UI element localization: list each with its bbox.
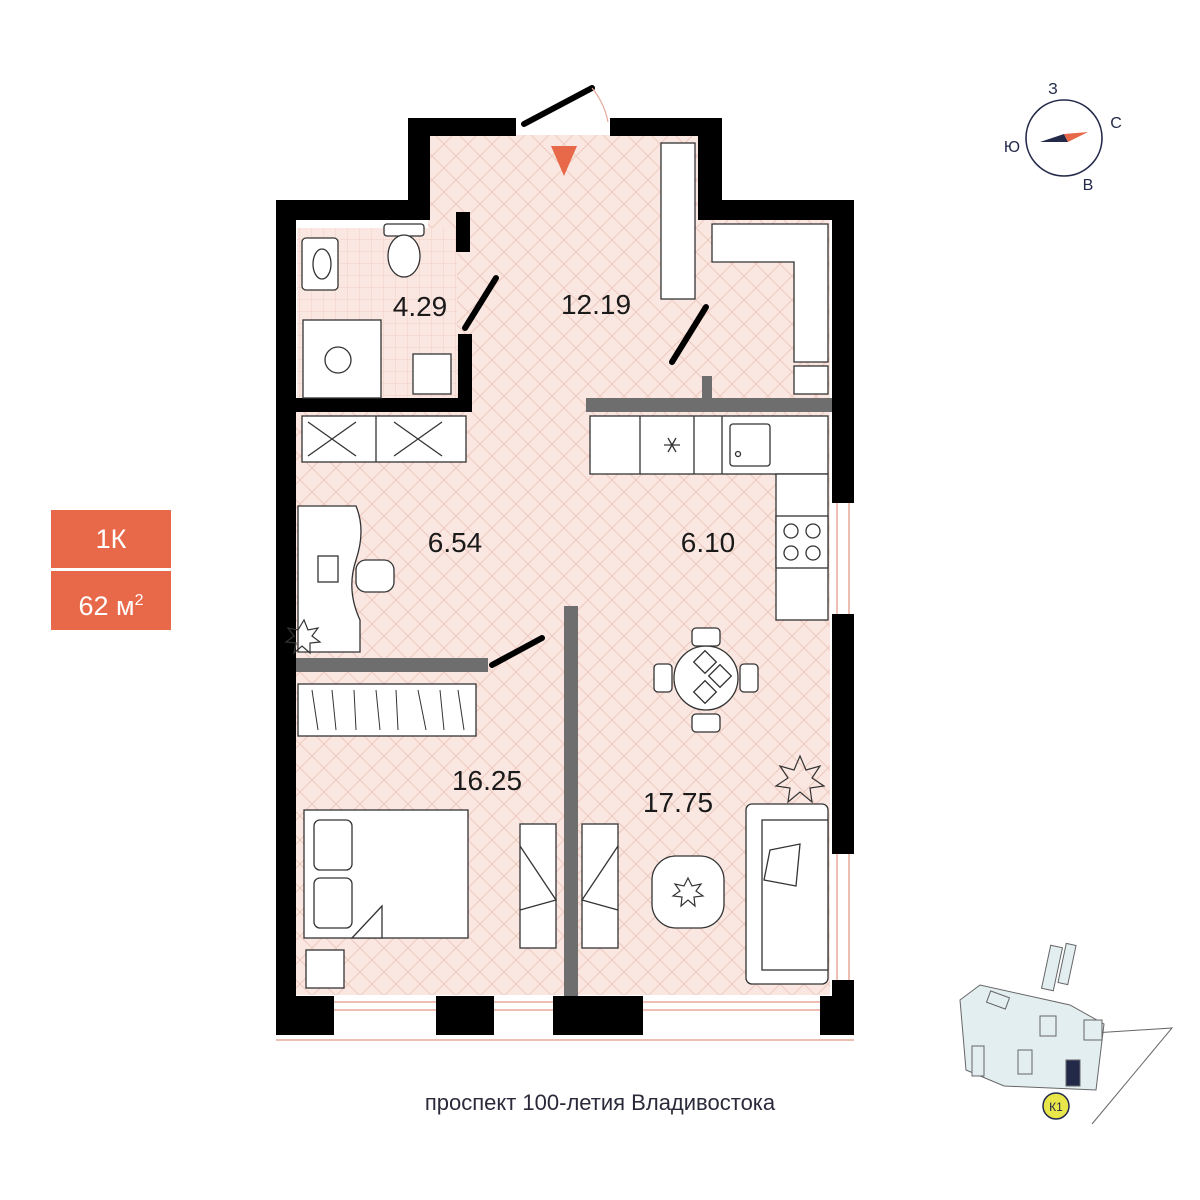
furniture [297, 142, 829, 989]
area-hall: 12.19 [561, 289, 631, 320]
area-kitchen: 6.10 [681, 527, 736, 558]
street-label-wrap: проспект 100-летия Владивостока [0, 1090, 1200, 1116]
compass-west: З [1048, 81, 1058, 98]
coffee-table-icon [651, 855, 725, 929]
sliding-door-left [519, 823, 557, 949]
area-study: 6.54 [428, 527, 483, 558]
compass-north: С [1110, 115, 1122, 132]
entrance-arrow-icon [551, 146, 577, 176]
compass: З С Ю В [1004, 81, 1122, 194]
windows [276, 503, 854, 1041]
compass-east: В [1083, 177, 1094, 194]
partitions [296, 376, 832, 996]
door-leaves [462, 85, 709, 668]
area-living: 17.75 [643, 787, 713, 818]
kitchen-sink-icon [729, 423, 771, 467]
plant-icon [284, 618, 826, 908]
apartment-area-badge: 62 м2 [51, 571, 171, 630]
outer-walls [276, 118, 854, 1035]
building-k1-marker [1065, 1059, 1081, 1087]
room-labels: 4.29 12.19 6.54 6.10 16.25 17.75 [393, 289, 736, 818]
street-label: проспект 100-летия Владивостока [424, 1090, 776, 1115]
closet-icon [711, 223, 829, 363]
compass-needle-icon [1040, 134, 1068, 142]
chair-icon [355, 559, 395, 593]
door-swing [591, 87, 609, 123]
k1-label: К1 [1049, 1100, 1063, 1114]
apartment-area-unit-sup: 2 [134, 592, 144, 609]
sliding-door-right [581, 823, 619, 949]
apartment-type-badge: 1К [51, 510, 171, 568]
k1-badge [1042, 1092, 1070, 1120]
apartment-type: 1К [95, 524, 127, 554]
site-minimap: К1 [959, 942, 1174, 1125]
wardrobe-entry [660, 142, 696, 300]
area-bedroom: 16.25 [452, 765, 522, 796]
toilet-icon [383, 223, 425, 237]
area-bathroom: 4.29 [393, 291, 448, 322]
compass-south: Ю [1004, 139, 1020, 156]
bedroom-wardrobe [297, 683, 477, 737]
apartment-area-value: 62 м [78, 591, 135, 621]
kitchen-counter [589, 415, 829, 475]
